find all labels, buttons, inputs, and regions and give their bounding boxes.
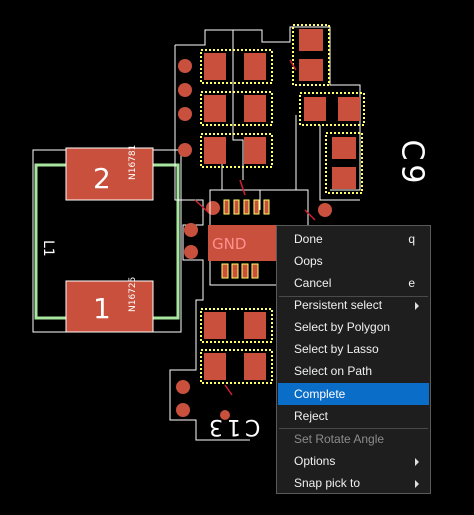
copper-routes <box>194 59 316 396</box>
inductor-pad-2[interactable] <box>65 147 154 201</box>
menu-item-select-by-polygon[interactable]: Select by Polygon <box>278 316 429 338</box>
menu-item-persistent-select[interactable]: Persistent select <box>278 294 429 316</box>
menu-item-select-on-path[interactable]: Select on Path <box>278 360 429 382</box>
gnd-thermal-pad[interactable] <box>208 225 276 261</box>
submenu-arrow-icon <box>415 480 419 488</box>
menu-item-cancel[interactable]: Cancel e <box>278 272 429 294</box>
gnd-label: GND <box>212 235 246 253</box>
capacitor-row-4[interactable] <box>200 308 273 343</box>
menu-separator <box>279 428 428 429</box>
menu-item-label: Snap pick to <box>294 476 361 490</box>
menu-item-reject[interactable]: Reject <box>278 405 429 427</box>
menu-item-done[interactable]: Done q <box>278 228 429 250</box>
ic-u1[interactable]: GND <box>208 189 309 286</box>
c9-ref-label: C9 <box>394 139 430 188</box>
capacitor-row-2[interactable] <box>200 91 273 126</box>
menu-item-label: Cancel <box>294 276 332 290</box>
menu-item-shortcut: q <box>408 232 415 246</box>
capacitor-horizontal-right[interactable] <box>299 92 365 126</box>
submenu-arrow-icon <box>415 458 419 466</box>
net-label-bottom: N16725 <box>128 277 138 312</box>
menu-separator <box>279 296 428 297</box>
context-menu: Done q Oops Cancel e Persistent select S… <box>276 225 431 494</box>
capacitor-row-3[interactable] <box>200 133 273 168</box>
menu-item-label: Done <box>294 232 323 246</box>
menu-item-shortcut: e <box>408 276 415 290</box>
capacitor-c9[interactable] <box>325 132 363 194</box>
menu-item-label: Reject <box>294 409 329 423</box>
c13-ref-label: C13 <box>205 414 261 439</box>
via-column <box>176 59 332 420</box>
menu-item-label: Oops <box>294 254 323 268</box>
capacitor-vertical-top[interactable] <box>292 24 330 86</box>
menu-item-options[interactable]: Options <box>278 450 429 472</box>
menu-item-label: Complete <box>294 387 346 401</box>
menu-item-label: Options <box>294 454 336 468</box>
menu-item-select-by-lasso[interactable]: Select by Lasso <box>278 338 429 360</box>
submenu-arrow-icon <box>415 302 419 310</box>
inductor-l1[interactable]: 2 1 N16781 N16725 L1 <box>32 145 182 333</box>
menu-item-oops[interactable]: Oops <box>278 250 429 272</box>
menu-item-label: Select by Polygon <box>294 320 391 334</box>
capacitor-c13[interactable] <box>200 349 273 384</box>
menu-item-snap-pick-to[interactable]: Snap pick to <box>278 472 429 494</box>
menu-item-complete[interactable]: Complete <box>278 383 429 405</box>
inductor-pad-1[interactable] <box>65 280 154 333</box>
menu-item-label: Persistent select <box>294 298 383 312</box>
menu-item-set-rotate-angle: Set Rotate Angle <box>278 428 429 450</box>
menu-item-label: Select on Path <box>294 364 373 378</box>
capacitor-row-1[interactable] <box>200 49 273 84</box>
inductor-ref-label: L1 <box>40 240 56 257</box>
net-label-top: N16781 <box>128 145 138 180</box>
inductor-pad-2-label: 2 <box>93 162 111 195</box>
inductor-pad-1-label: 1 <box>93 292 111 325</box>
menu-item-label: Select by Lasso <box>294 342 379 356</box>
menu-item-label: Set Rotate Angle <box>294 432 385 446</box>
